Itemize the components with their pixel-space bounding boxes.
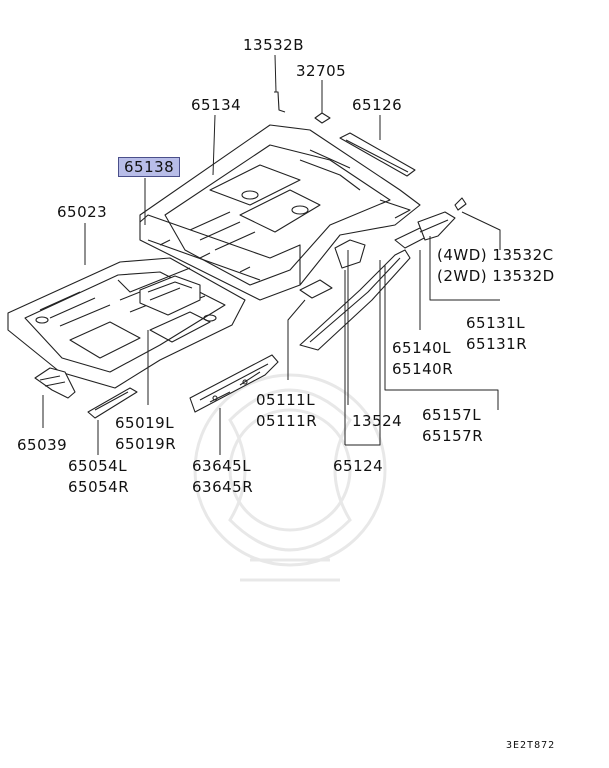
label-05111l: 05111L bbox=[256, 391, 316, 409]
label-65140r: 65140R bbox=[392, 360, 454, 378]
bracket-13532b bbox=[274, 91, 286, 113]
label-65054l: 65054L bbox=[68, 457, 128, 475]
bracket-05111 bbox=[299, 279, 333, 299]
label-13532c: (4WD) 13532C bbox=[437, 246, 554, 264]
front-crossmember bbox=[34, 367, 76, 399]
label-65019r: 65019R bbox=[115, 435, 177, 453]
rear-side-member bbox=[299, 211, 456, 351]
label-65131l: 65131L bbox=[466, 314, 526, 332]
label-13524: 13524 bbox=[352, 412, 403, 430]
rear-crossmember bbox=[339, 132, 416, 177]
label-65124: 65124 bbox=[333, 457, 384, 475]
label-13532b: 13532B bbox=[243, 36, 305, 54]
clip-32705 bbox=[314, 112, 331, 124]
label-65138-highlighted[interactable]: 65138 bbox=[118, 157, 181, 177]
label-65039: 65039 bbox=[17, 436, 68, 454]
hook-bracket bbox=[454, 197, 467, 211]
label-63645l: 63645L bbox=[192, 457, 252, 475]
label-65157r: 65157R bbox=[422, 427, 484, 445]
label-63645r: 63645R bbox=[192, 478, 254, 496]
side-sill bbox=[87, 387, 138, 419]
rear-floor-panel bbox=[139, 124, 421, 301]
watermark bbox=[193, 373, 387, 582]
label-65054r: 65054R bbox=[68, 478, 130, 496]
label-65157l: 65157L bbox=[422, 406, 482, 424]
sill-extension bbox=[189, 354, 279, 413]
label-65140l: 65140L bbox=[392, 339, 452, 357]
label-65019l: 65019L bbox=[115, 414, 175, 432]
label-13532d: (2WD) 13532D bbox=[437, 267, 555, 285]
label-05111r: 05111R bbox=[256, 412, 318, 430]
label-65134: 65134 bbox=[191, 96, 242, 114]
tunnel-reinforcement bbox=[139, 275, 201, 316]
label-65131r: 65131R bbox=[466, 335, 528, 353]
front-floor-panel bbox=[7, 257, 246, 389]
leader-lines bbox=[42, 54, 501, 455]
label-32705: 32705 bbox=[296, 62, 347, 80]
label-65126: 65126 bbox=[352, 96, 403, 114]
diagram-code: 3E2T872 bbox=[506, 740, 556, 751]
label-65023: 65023 bbox=[57, 203, 108, 221]
